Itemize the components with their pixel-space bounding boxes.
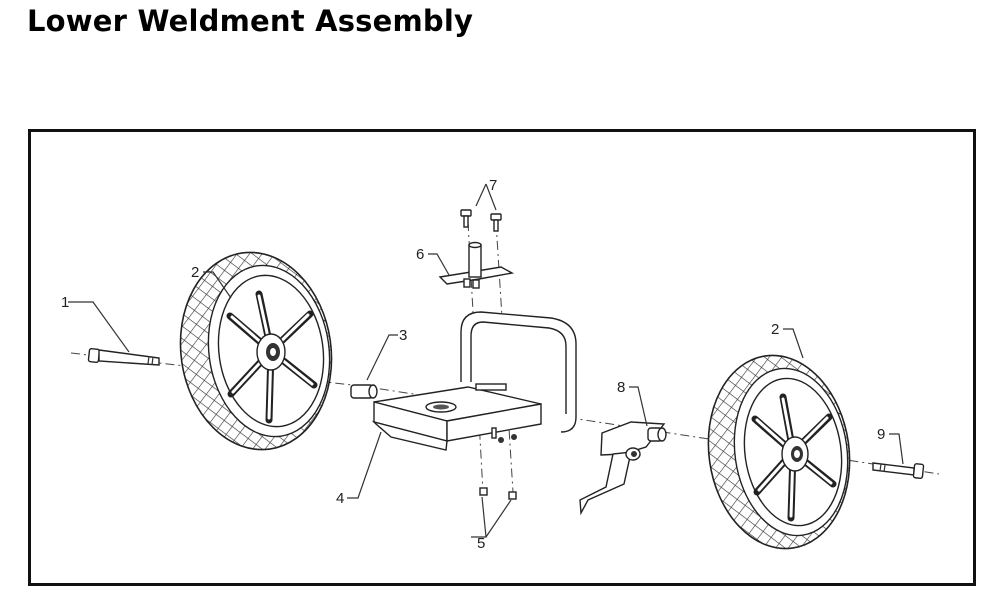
callout-leaders [68,183,904,538]
mounting-bracket [438,241,515,289]
callout-5: 5 [477,535,485,552]
diagram-frame: 1 2 2 3 4 5 6 7 8 9 [28,129,976,586]
exploded-assembly-diagram: 1 2 2 3 4 5 6 7 8 9 [61,177,940,552]
wheel-left [179,251,333,451]
wheel-right [707,354,851,550]
callout-2-right: 2 [771,321,779,338]
nuts-lower [479,487,517,500]
base-weldment [371,311,577,451]
callout-6: 6 [416,246,424,263]
callout-1: 1 [61,294,69,311]
callout-7: 7 [489,177,497,194]
callout-9: 9 [877,426,885,443]
callout-3: 3 [399,327,407,344]
bolts-top [460,209,502,232]
callout-4: 4 [336,490,344,507]
axle-bolt-right [872,462,925,479]
axle-bolt-left [87,348,160,366]
callout-labels: 1 2 2 3 4 5 6 7 8 9 [61,177,885,552]
page-title: Lower Weldment Assembly [27,4,474,38]
side-bracket [579,421,667,516]
callout-8: 8 [617,379,625,396]
callout-2-left: 2 [191,264,199,281]
spacer-bushing [350,384,378,399]
